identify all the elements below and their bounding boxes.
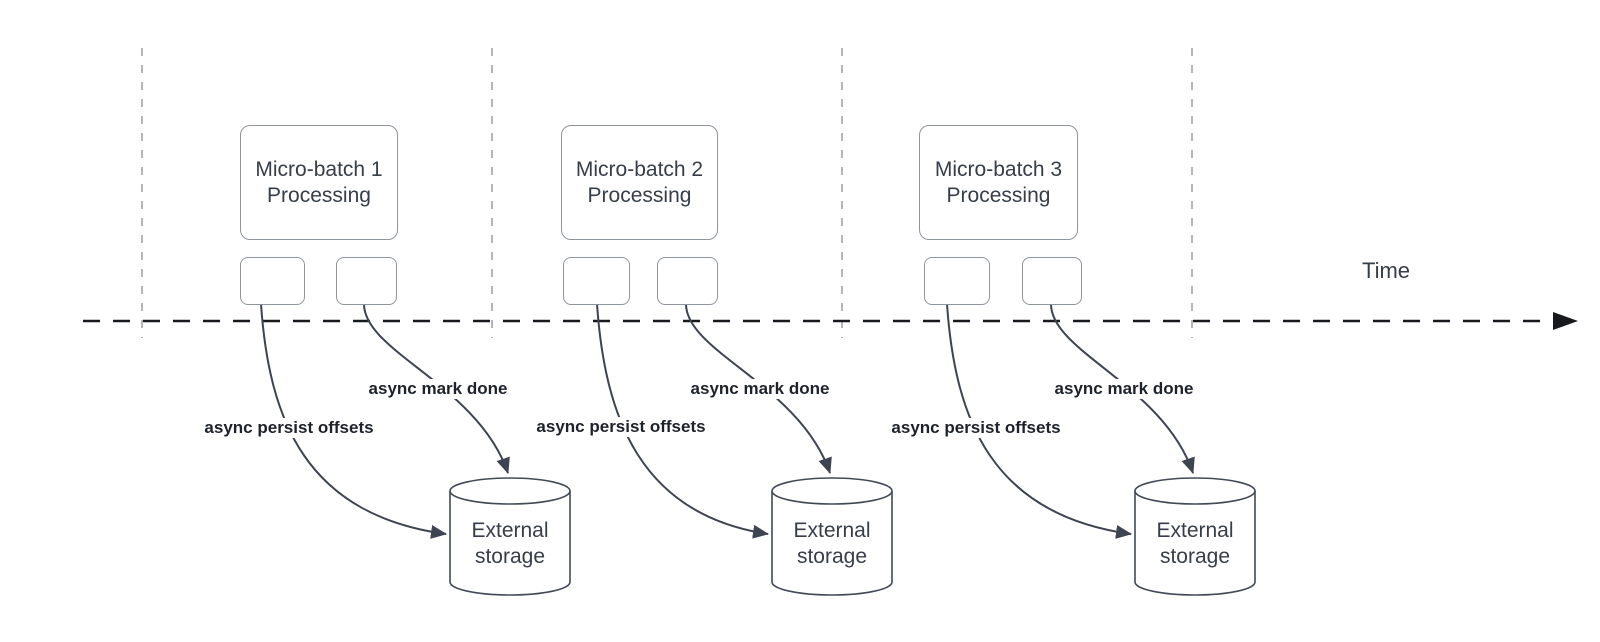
persist-offsets-label-2: async persist offsets bbox=[533, 417, 709, 437]
micro-batch-box-2: Micro-batch 2 Processing bbox=[561, 125, 718, 240]
persist-offsets-arrow-2 bbox=[596, 303, 769, 539]
mark-done-label-3: async mark done bbox=[1051, 379, 1197, 399]
persist-source-box-1 bbox=[240, 257, 305, 305]
micro-batch-box-1: Micro-batch 1 Processing bbox=[240, 125, 398, 240]
micro-batch-label-1: Micro-batch 1 Processing bbox=[255, 157, 383, 207]
time-axis-arrowhead bbox=[1553, 312, 1578, 330]
persist-offsets-label-3: async persist offsets bbox=[888, 418, 1064, 438]
mark-done-label-1: async mark done bbox=[365, 379, 511, 399]
external-storage-cylinder-2 bbox=[771, 477, 893, 596]
mark-done-label-2: async mark done bbox=[687, 379, 833, 399]
done-source-box-1 bbox=[336, 257, 397, 305]
done-source-box-2 bbox=[657, 257, 718, 305]
external-storage-label-3: External storage bbox=[1156, 519, 1234, 568]
persist-source-box-3 bbox=[924, 257, 990, 305]
external-storage-label-1: External storage bbox=[471, 519, 549, 568]
micro-batch-label-3: Micro-batch 3 Processing bbox=[934, 157, 1063, 207]
persist-source-box-2 bbox=[563, 257, 630, 305]
persist-offsets-label-1: async persist offsets bbox=[201, 418, 377, 438]
mark-done-arrow-1 bbox=[363, 303, 510, 474]
external-storage-label-2: External storage bbox=[793, 519, 871, 568]
micro-batch-label-2: Micro-batch 2 Processing bbox=[575, 157, 704, 207]
time-axis-label: Time bbox=[1361, 258, 1411, 283]
persist-offsets-arrow-1 bbox=[260, 303, 447, 539]
mark-done-arrow-3 bbox=[1050, 303, 1195, 474]
mark-done-arrow-2 bbox=[685, 303, 832, 474]
micro-batch-box-3: Micro-batch 3 Processing bbox=[919, 125, 1078, 240]
done-source-box-3 bbox=[1022, 257, 1082, 305]
external-storage-cylinder-3 bbox=[1134, 477, 1256, 596]
external-storage-cylinder-1 bbox=[449, 477, 571, 596]
persist-offsets-arrow-3 bbox=[946, 303, 1132, 539]
